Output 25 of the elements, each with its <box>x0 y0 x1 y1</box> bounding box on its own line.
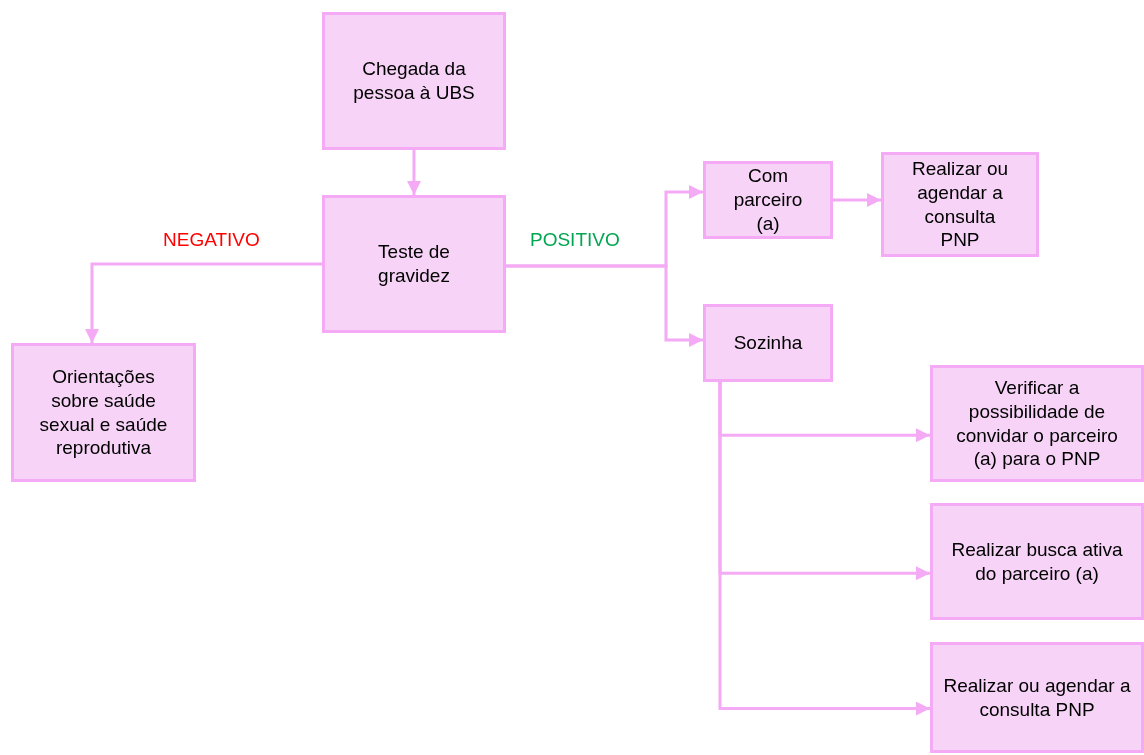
arrow <box>718 382 930 716</box>
box-text: Teste de gravidez <box>377 240 451 288</box>
box-text: Com parceiro (a) <box>732 164 804 236</box>
process-box <box>322 12 506 150</box>
process-box <box>703 161 833 239</box>
box-text: Realizar ou agendar a consulta PNP <box>910 157 1010 252</box>
arrow <box>506 264 703 347</box>
process-box <box>881 152 1039 257</box>
box-text: Orientações sobre saúde sexual e saúde reprodutiva <box>38 365 169 460</box>
process-box <box>930 642 1144 753</box>
box-text: Chegada da pessoa à UBS <box>352 57 476 105</box>
arrow <box>407 150 421 195</box>
edge-label: POSITIVO <box>530 228 620 252</box>
arrow <box>833 193 881 207</box>
process-box <box>703 304 833 382</box>
box-text: Sozinha <box>733 331 803 355</box>
edge-label: NEGATIVO <box>163 228 260 252</box>
process-box <box>930 503 1144 620</box>
box-text: Realizar busca ativa do parceiro (a) <box>950 537 1124 586</box>
box-text: Verificar a possibilidade de convidar o parceiro (a) para o PNP <box>955 376 1119 471</box>
box-text: Realizar ou agendar a consulta PNP <box>942 673 1132 722</box>
arrow <box>85 262 322 343</box>
process-box <box>322 195 506 333</box>
process-box <box>930 365 1144 482</box>
process-box <box>11 343 196 482</box>
